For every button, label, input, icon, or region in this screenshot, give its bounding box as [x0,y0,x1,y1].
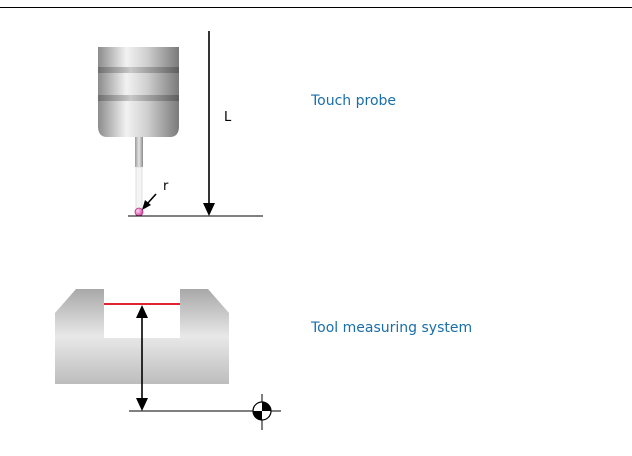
length-dimension-arrow [203,31,215,216]
probe-stylus-upper [135,137,143,167]
tool-measuring-system-caption: Tool measuring system [311,320,473,336]
probe-stylus-lower [135,166,143,210]
probe-body [98,47,179,137]
radius-pointer-arrow [142,193,157,210]
measuring-block [55,289,229,384]
length-label: L [224,110,232,125]
datum-symbol-icon [252,394,272,430]
touch-probe-caption: Touch probe [311,93,397,109]
touch-probe-illustration: L r [98,31,263,217]
height-dimension-arrow [136,305,148,411]
tool-measuring-illustration [55,289,281,430]
radius-label: r [163,179,169,194]
top-rule [0,7,632,8]
stylus-ball [134,207,144,217]
